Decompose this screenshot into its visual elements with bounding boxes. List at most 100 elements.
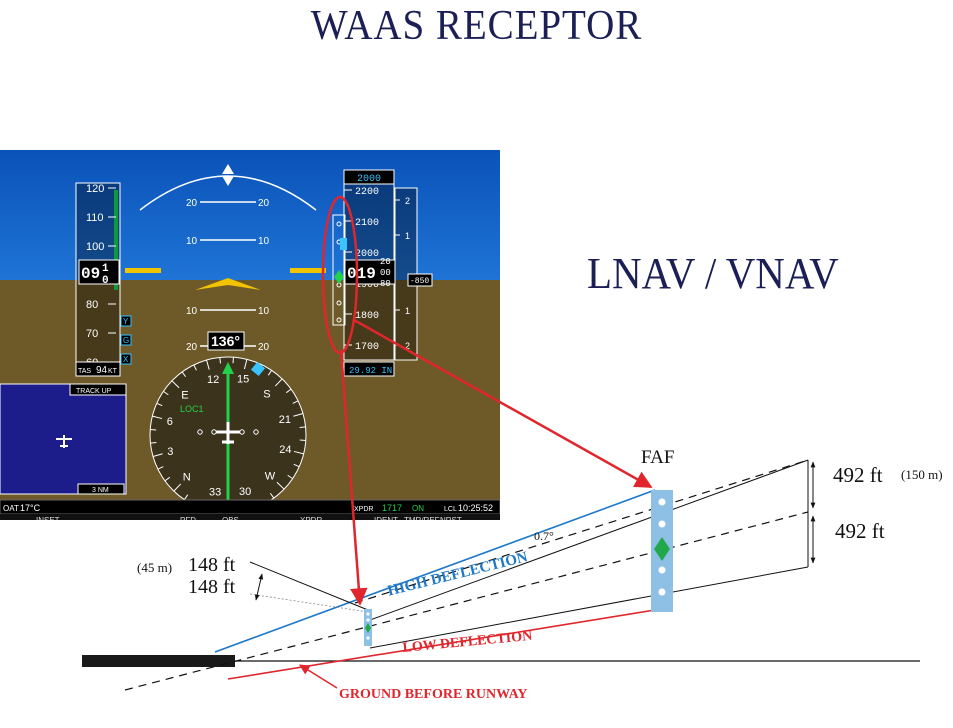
heading-bug xyxy=(250,361,266,377)
speed-bug-label-G: G xyxy=(123,336,129,345)
hsi-tick-210 xyxy=(293,413,304,417)
hsi-label-6: 15 xyxy=(237,374,249,386)
hsi-tick-150 xyxy=(243,359,248,370)
hsi-label-12: 33 xyxy=(209,486,221,498)
speed-bug-Y xyxy=(120,315,132,327)
page-title: WAAS RECEPTOR xyxy=(310,3,643,49)
vsi-value: -850 xyxy=(410,277,429,286)
faf-gauge-dot-2 xyxy=(658,520,666,528)
faf-gauge-dot-4 xyxy=(658,588,666,596)
glideslope-dot-1 xyxy=(336,221,342,227)
hsi-label-7: S xyxy=(263,388,270,400)
airspeed-roll-bottom: 0 xyxy=(102,275,109,287)
inset-mode: TRACK UP xyxy=(76,388,112,395)
hsi-label-5: 12 xyxy=(207,374,219,386)
hsi-tick-120 xyxy=(206,359,210,370)
pitch-label-left-3: 10 xyxy=(186,306,198,317)
near-gauge-diamond xyxy=(365,623,371,633)
vsi-tick-1: 2 xyxy=(405,196,410,206)
softkey-7: NRST xyxy=(440,516,462,520)
hsi-tick-250 xyxy=(293,463,300,468)
speed-bug-label-Y: Y xyxy=(123,317,129,326)
pfd-display: 2020101010102020120110100908070600910YGX… xyxy=(0,150,500,520)
hsi-tick-270 xyxy=(276,481,285,490)
inset-range-box xyxy=(77,483,125,495)
hsi-label-4: E xyxy=(181,390,188,402)
hsi-tick-40 xyxy=(150,442,157,444)
pitch-label-left-1: 20 xyxy=(186,198,198,209)
near-upper-label: 148 ft xyxy=(188,554,236,576)
glideslope-dot-4 xyxy=(336,300,342,306)
speed-tick-100: 100 xyxy=(86,241,104,253)
pitch-label-left-2: 10 xyxy=(186,236,198,247)
xpdr-label: XPDR xyxy=(354,506,373,513)
glideslope-dot-5 xyxy=(336,317,342,323)
cdi-dot-4 xyxy=(253,429,259,435)
hsi-tick-0 xyxy=(173,483,182,492)
softkey-1: INSET xyxy=(36,516,60,520)
xpdr-code: 1717 xyxy=(382,503,402,513)
speed-tick-80: 80 xyxy=(86,299,98,311)
softkey-6: TMR/REF xyxy=(404,516,440,520)
altitude-readout: 019 xyxy=(347,265,376,283)
faf-gauge-diamond xyxy=(654,537,670,561)
tas-label: TAS xyxy=(78,368,91,375)
oat-value: 17°C xyxy=(20,503,41,513)
hsi-tick-70 xyxy=(156,402,163,407)
hsi-tick-220 xyxy=(299,426,306,428)
hsi-tick-200 xyxy=(292,400,299,404)
hsi-label-8: 21 xyxy=(279,414,291,426)
airspeed-readout: 09 xyxy=(81,265,100,283)
tas-value: 94 xyxy=(96,365,108,376)
hsi-tick-240 xyxy=(293,450,304,455)
upper-height-label: 492 ft xyxy=(833,463,883,487)
wing-bar-right xyxy=(290,268,326,273)
mode-subtitle: LNAV / VNAV xyxy=(587,249,839,298)
lower-envelope-line xyxy=(369,566,809,649)
runway xyxy=(82,655,235,667)
softkey-2: PFD xyxy=(180,516,196,520)
glideslope-scale xyxy=(332,214,346,326)
hsi-tick-90 xyxy=(171,380,180,389)
wing-bar-left xyxy=(125,268,161,273)
vsi-tick-2: 1 xyxy=(405,231,410,241)
vsi-tick-3: 1 xyxy=(405,306,410,316)
speed-bug-G xyxy=(120,334,132,346)
near-gauge-dot-2 xyxy=(366,618,370,622)
vsi-value-box xyxy=(407,273,433,287)
time-label: LCL xyxy=(444,506,457,513)
softkey-5: IDENT xyxy=(374,516,398,520)
roll-pointer xyxy=(222,164,234,174)
pitch-label-right-4: 20 xyxy=(258,342,270,353)
glideslope-marker xyxy=(340,238,347,250)
speed-tick-70: 70 xyxy=(86,328,98,340)
hsi-tick-80 xyxy=(163,390,169,396)
near-lower-label: 148 ft xyxy=(188,576,236,598)
hsi-label-11: 30 xyxy=(239,486,251,498)
roll-index xyxy=(222,176,234,186)
heading-readout: 136° xyxy=(211,333,240,349)
hsi-tick-180 xyxy=(274,378,283,387)
pitch-label-right-2: 10 xyxy=(258,236,270,247)
callout-ellipse xyxy=(321,195,359,355)
pitch-label-left-4: 20 xyxy=(186,342,198,353)
near-gauge-dot-3 xyxy=(366,636,370,640)
alt-tick-2000: 2000 xyxy=(355,249,379,260)
course-arrow xyxy=(222,362,234,374)
hsi-label-9: 24 xyxy=(279,444,291,456)
cdi-dot-1 xyxy=(197,429,203,435)
hsi-tick-100 xyxy=(181,371,187,378)
inset-range: 3 NM xyxy=(92,487,109,494)
alt-tick-1800: 1800 xyxy=(355,311,379,322)
hsi-tick-60 xyxy=(152,415,163,420)
hsi-tick-190 xyxy=(285,388,292,394)
speed-bug-X xyxy=(120,353,132,365)
glide-path-upper-dashed xyxy=(354,459,809,604)
selected-altitude: 2000 xyxy=(357,174,381,185)
near-gauge-dot-1 xyxy=(366,612,370,616)
hsi-tick-260 xyxy=(287,474,293,480)
speed-tick-110: 110 xyxy=(86,212,104,224)
hsi-label-3: 6 xyxy=(167,416,173,428)
hsi-tick-350 xyxy=(183,494,189,500)
